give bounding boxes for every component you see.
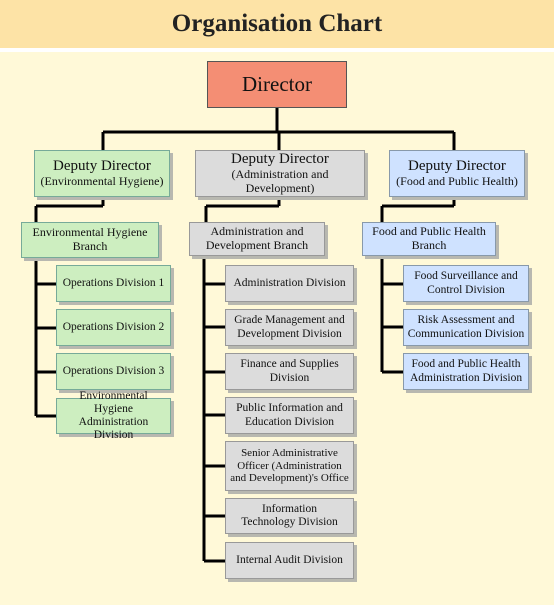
deputy-title: Deputy Director — [408, 157, 506, 174]
page-title: Organisation Chart — [171, 10, 383, 37]
deputy-unit: (Food and Public Health) — [396, 174, 518, 189]
division-public-information: Public Information and Education Divisio… — [225, 397, 354, 434]
division-operations-3: Operations Division 3 — [56, 353, 171, 390]
division-information-technology: Information Technology Division — [225, 498, 354, 534]
division-internal-audit: Internal Audit Division — [225, 542, 354, 579]
director-box: Director — [207, 61, 347, 108]
division-administration: Administration Division — [225, 265, 354, 302]
division-operations-2: Operations Division 2 — [56, 309, 171, 346]
division-risk-assessment: Risk Assessment and Communication Divisi… — [403, 309, 529, 346]
division-operations-1: Operations Division 1 — [56, 265, 171, 302]
deputy-director-administration: Deputy Director (Administration and Deve… — [195, 150, 365, 197]
division-food-surveillance: Food Surveillance and Control Division — [403, 265, 529, 302]
branch-administration: Administration and Development Branch — [189, 222, 325, 256]
deputy-director-food: Deputy Director (Food and Public Health) — [389, 150, 525, 197]
deputy-director-environmental: Deputy Director (Environmental Hygiene) — [34, 150, 170, 197]
branch-food: Food and Public Health Branch — [362, 222, 496, 256]
office-senior-administrative-officer: Senior Administrative Officer (Administr… — [225, 441, 354, 491]
deputy-title: Deputy Director — [53, 157, 151, 174]
division-food-public-health-admin: Food and Public Health Administration Di… — [403, 353, 529, 390]
deputy-title: Deputy Director — [231, 151, 329, 168]
deputy-unit: (Administration and Development) — [231, 167, 329, 196]
deputy-unit: (Environmental Hygiene) — [40, 174, 164, 189]
division-grade-management: Grade Management and Development Divisio… — [225, 309, 354, 346]
division-finance-supplies: Finance and Supplies Division — [225, 353, 354, 390]
title-band: Organisation Chart — [0, 0, 554, 48]
branch-environmental: Environmental Hygiene Branch — [21, 222, 159, 258]
division-environmental-hygiene-admin: Environmental Hygiene Administration Div… — [56, 390, 171, 441]
